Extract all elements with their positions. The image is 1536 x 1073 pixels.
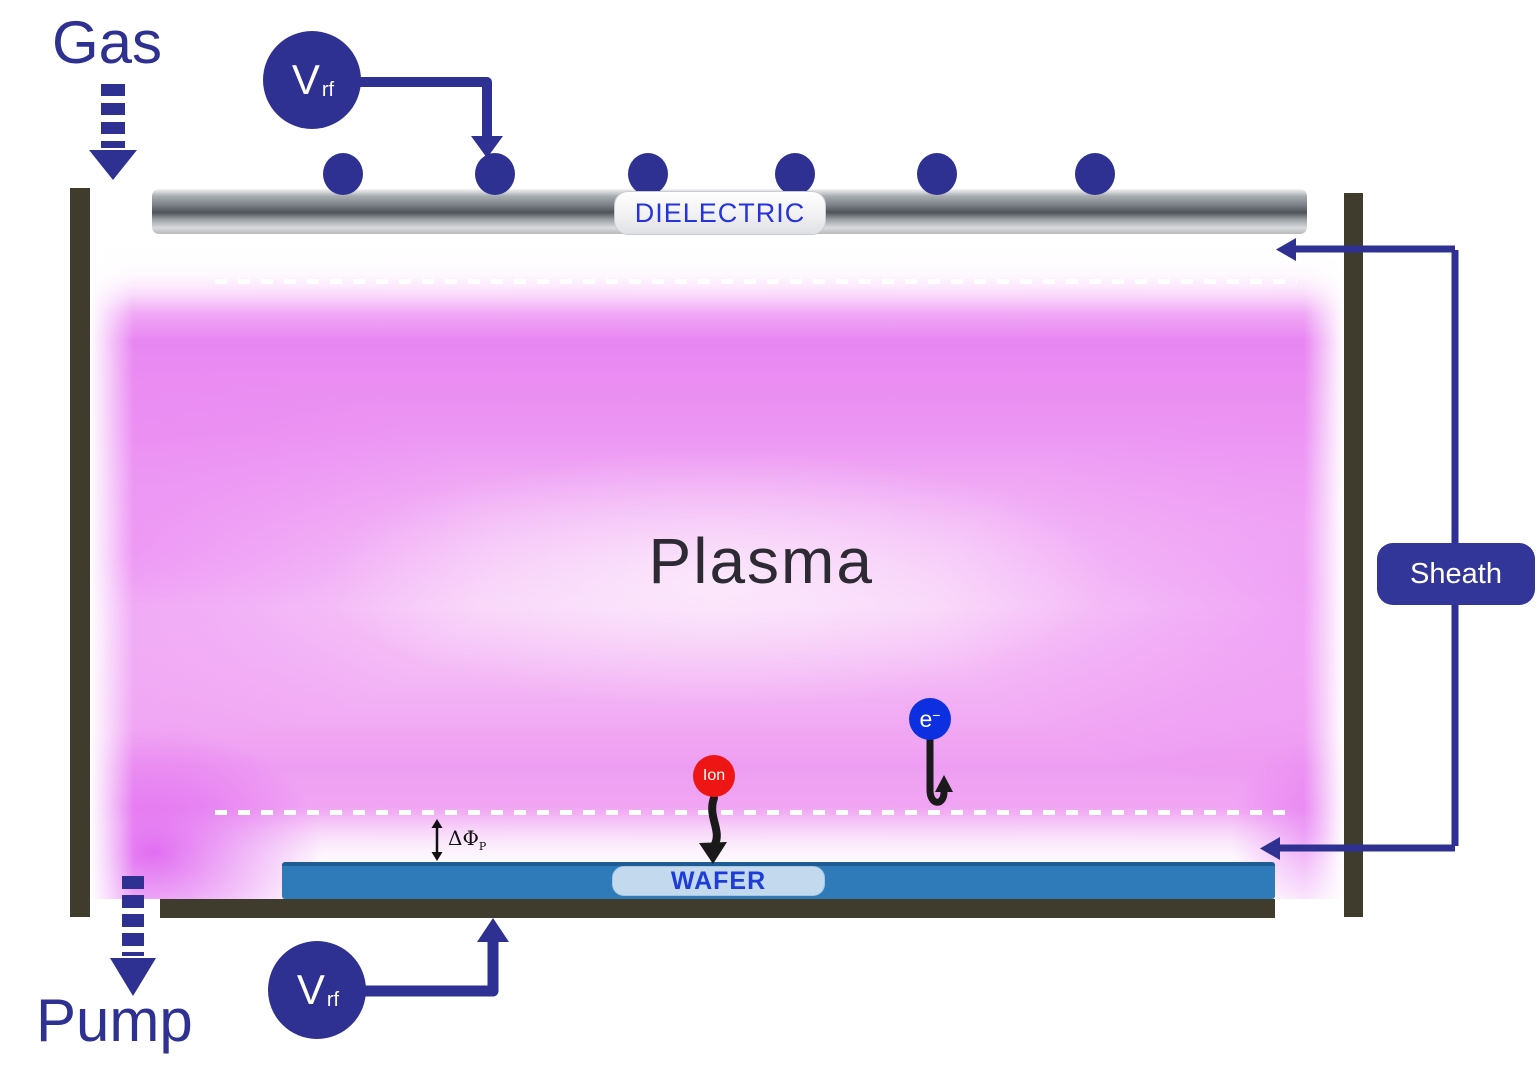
sheath-potential-subscript: P bbox=[478, 840, 487, 853]
gas-inlet-arrow bbox=[89, 84, 137, 180]
rf-coil-dot bbox=[475, 153, 515, 195]
chamber-bottom-electrode-base bbox=[160, 899, 1275, 918]
dielectric-label: DIELECTRIC bbox=[634, 197, 806, 228]
electron-charge-sign: − bbox=[932, 707, 941, 723]
rf-coil-dot bbox=[775, 153, 815, 195]
rf-top-wire-arrow bbox=[358, 77, 503, 158]
rf-coil-dot bbox=[1075, 153, 1115, 195]
sheath-label: Sheath bbox=[1410, 557, 1502, 590]
sheath-potential-label: ΔΦP bbox=[448, 826, 486, 853]
gas-label: Gas bbox=[52, 9, 163, 76]
chamber-right-wall bbox=[1344, 193, 1363, 917]
ion-label: Ion bbox=[702, 767, 726, 784]
rf-source-subscript: rf bbox=[326, 988, 340, 1011]
dielectric-label-pill: DIELECTRIC bbox=[614, 191, 826, 235]
electron-particle: e− bbox=[909, 698, 951, 740]
rf-bottom-wire-arrow bbox=[362, 918, 509, 997]
sheath-potential-symbol: ΔΦ bbox=[448, 826, 479, 850]
pump-label: Pump bbox=[36, 987, 193, 1054]
sheath-callout-box: Sheath bbox=[1377, 543, 1535, 605]
rf-source-symbol: V bbox=[291, 56, 320, 103]
top-sheath-boundary-dashed-line bbox=[215, 279, 1297, 284]
electron-symbol: e bbox=[919, 705, 933, 732]
rf-source-symbol: V bbox=[296, 966, 325, 1013]
rf-coil-dot bbox=[917, 153, 957, 195]
chamber-left-wall bbox=[70, 188, 90, 917]
rf-coil-dot bbox=[323, 153, 363, 195]
ion-particle: Ion bbox=[693, 755, 735, 797]
rf-source-subscript: rf bbox=[321, 78, 335, 101]
wafer-label: WAFER bbox=[670, 866, 767, 895]
wafer-label-pill: WAFER bbox=[612, 866, 825, 896]
rf-coil-dot bbox=[628, 153, 668, 195]
plasma-label: Plasma bbox=[648, 525, 874, 597]
bottom-sheath-boundary-dashed-line bbox=[215, 810, 1287, 815]
